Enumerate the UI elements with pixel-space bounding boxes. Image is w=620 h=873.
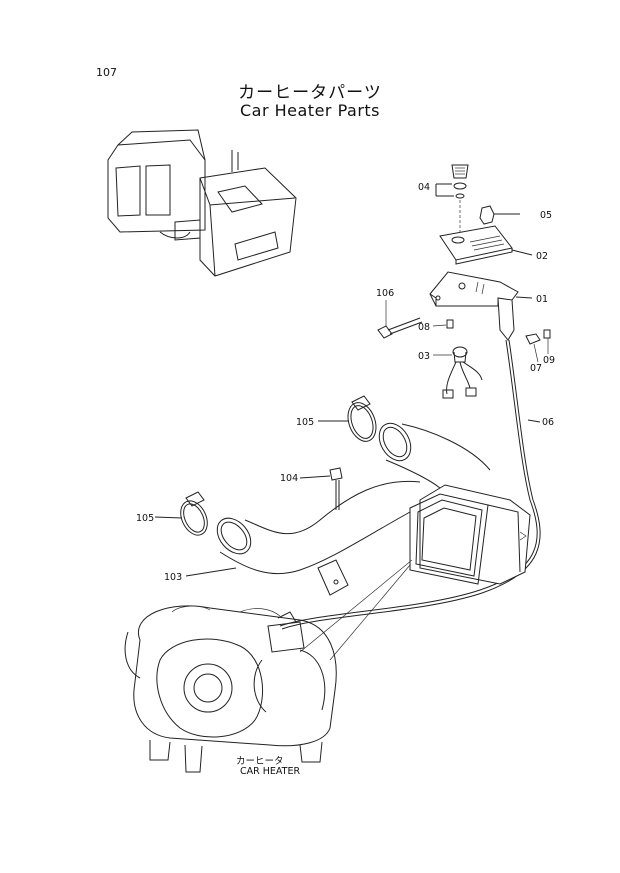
clip-07-screw-09 (525, 329, 551, 363)
caption-english: CAR HEATER (240, 766, 301, 777)
knob-assembly (435, 164, 469, 232)
page-number: 107 (96, 66, 117, 79)
bolt-106 (377, 300, 423, 339)
page-title-english: Car Heater Parts (239, 101, 381, 120)
callout-03: 03 (418, 351, 430, 362)
air-outlet-box (409, 484, 531, 585)
screw-08 (432, 319, 454, 329)
leader-lines (299, 559, 413, 661)
hose-clamp-lower (154, 491, 208, 536)
callout-106: 106 (376, 288, 394, 299)
control-cable (279, 339, 541, 630)
panel-plate (439, 225, 533, 265)
callout-103: 103 (164, 572, 182, 583)
callout-09: 09 (543, 355, 555, 366)
callout-04: 04 (418, 182, 430, 193)
hose-clamp-upper (318, 395, 377, 442)
callout-105-upper: 105 (296, 417, 314, 428)
callout-07: 07 (530, 363, 542, 374)
caption-japanese: カーヒータ (236, 756, 284, 767)
air-duct-elbow (378, 422, 491, 489)
car-heater-unit (124, 605, 337, 773)
callout-06: 06 (542, 417, 554, 428)
callout-105-lower: 105 (136, 513, 154, 524)
page-title-japanese: カーヒータパーツ (238, 83, 382, 103)
callout-08: 08 (418, 322, 430, 333)
excavator-illustration (107, 129, 297, 277)
callout-02: 02 (536, 251, 548, 262)
callout-104: 104 (280, 473, 298, 484)
callout-01: 01 (536, 294, 548, 305)
switch-part (433, 346, 483, 399)
lower-duct-hose (185, 480, 421, 596)
bolt-104 (299, 467, 343, 510)
callout-05: 05 (540, 210, 552, 221)
bracket-part (429, 271, 533, 341)
cap-part (479, 205, 520, 225)
